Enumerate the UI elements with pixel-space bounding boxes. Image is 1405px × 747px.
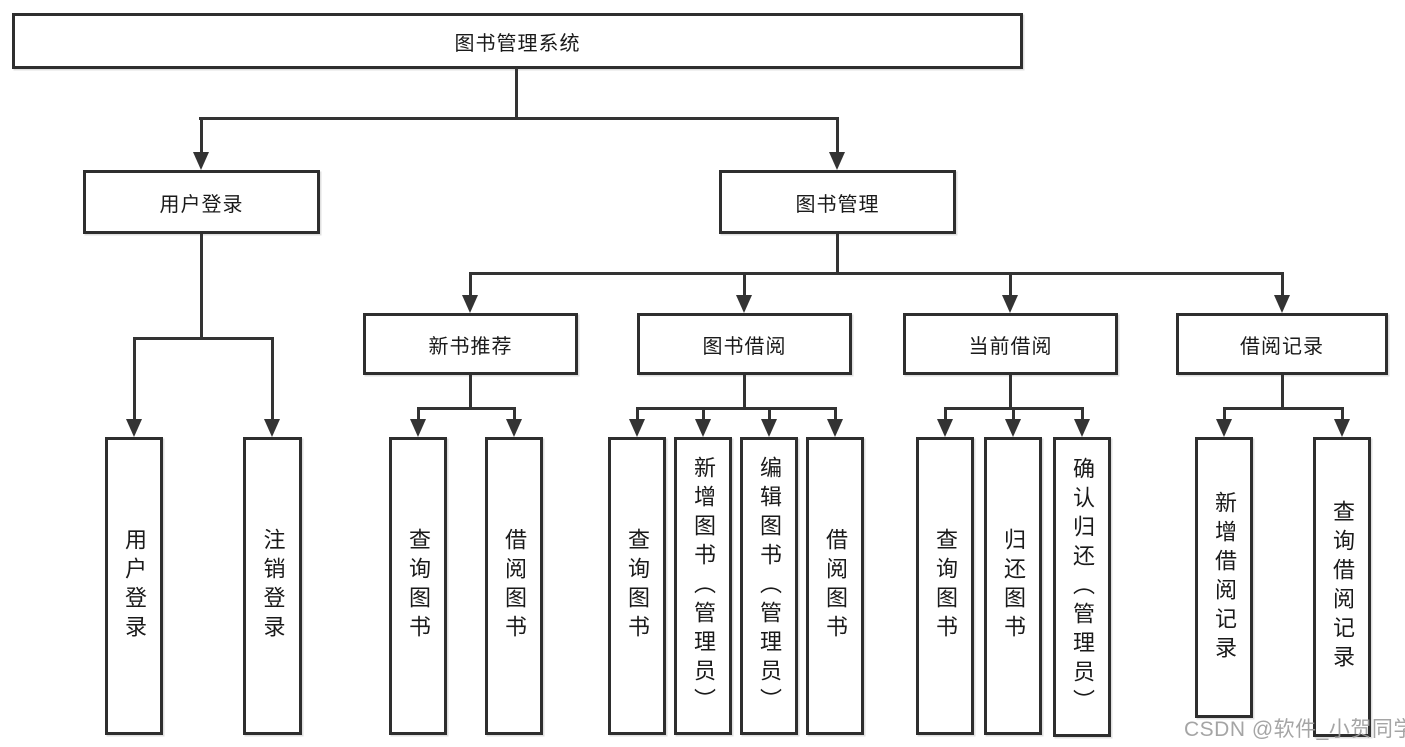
node-user-login: 用户登录 xyxy=(83,170,320,234)
node-book-management: 图书管理 xyxy=(719,170,956,234)
node-user-login-action: 用户登录 xyxy=(105,437,163,735)
arrow-current-borrow-head xyxy=(1002,295,1018,313)
connector-new-book-hline xyxy=(417,407,515,410)
connector-borrow-records-vline xyxy=(1281,375,1284,408)
node-current-borrow: 当前借阅 xyxy=(903,313,1118,375)
node-label: 借阅图书 xyxy=(502,528,527,644)
arrow-bb-edit-head xyxy=(761,419,777,437)
arrow-bb-query-head xyxy=(629,419,645,437)
node-label: 查询图书 xyxy=(625,528,650,644)
node-label: 确认归还（管理员） xyxy=(1070,456,1095,718)
arrow-borrow-records-head xyxy=(1274,295,1290,313)
node-label: 查询借阅记录 xyxy=(1330,500,1355,674)
node-label: 用户登录 xyxy=(122,528,147,644)
arrow-bb-add-head xyxy=(695,419,711,437)
arrow-br-add-head xyxy=(1216,419,1232,437)
arrow-br-query-shaft xyxy=(1341,407,1344,422)
arrow-nb-query-head xyxy=(410,419,426,437)
arrow-book-borrow-shaft xyxy=(743,272,746,297)
connector-book-management-vline xyxy=(836,234,839,275)
node-label: 借阅记录 xyxy=(1240,335,1324,358)
node-bb-add-book-admin: 新增图书（管理员） xyxy=(674,437,732,735)
arrow-current-borrow-shaft xyxy=(1009,272,1012,297)
connector-current-borrow-vline xyxy=(1009,375,1012,408)
node-label: 新增图书（管理员） xyxy=(691,455,716,717)
node-label: 编辑图书（管理员） xyxy=(757,455,782,717)
node-nb-borrow-books: 借阅图书 xyxy=(485,437,543,735)
arrow-br-query-head xyxy=(1334,419,1350,437)
arrow-logout-leaf-head xyxy=(264,419,280,437)
node-bb-borrow-books: 借阅图书 xyxy=(806,437,864,735)
node-bb-query-books: 查询图书 xyxy=(608,437,666,735)
connector-root-vline xyxy=(515,68,518,119)
arrow-cb-return-shaft xyxy=(1012,407,1015,422)
node-label: 新增借阅记录 xyxy=(1212,490,1237,665)
arrow-bb-borrow-shaft xyxy=(834,407,837,422)
node-bb-edit-book-admin: 编辑图书（管理员） xyxy=(740,437,798,735)
connector-borrow-records-hline xyxy=(1223,407,1343,410)
node-nb-query-books: 查询图书 xyxy=(389,437,447,735)
node-br-add-record: 新增借阅记录 xyxy=(1195,437,1253,718)
node-new-book-recommend: 新书推荐 xyxy=(363,313,578,375)
node-label: 查询图书 xyxy=(933,528,958,644)
arrow-cb-query-shaft xyxy=(944,407,947,422)
arrow-login-leaf-head xyxy=(126,419,142,437)
connector-user-login-vline xyxy=(200,234,203,338)
node-cb-return-book: 归还图书 xyxy=(984,437,1042,735)
arrow-cb-query-head xyxy=(937,419,953,437)
arrow-cb-return-head xyxy=(1005,419,1021,437)
connector-root-hline xyxy=(199,117,839,120)
node-borrow-records: 借阅记录 xyxy=(1176,313,1388,375)
arrow-login-leaf-shaft xyxy=(133,337,136,422)
connector-book-borrow-vline xyxy=(743,375,746,408)
arrow-nb-query-shaft xyxy=(417,407,420,422)
arrow-user-login-shaft xyxy=(200,117,203,155)
node-book-borrow: 图书借阅 xyxy=(637,313,852,375)
node-br-query-record: 查询借阅记录 xyxy=(1313,437,1371,737)
arrow-book-borrow-head xyxy=(736,295,752,313)
node-logout: 注销登录 xyxy=(243,437,302,735)
node-label: 新书推荐 xyxy=(428,335,513,358)
arrow-book-management-head xyxy=(829,152,845,170)
arrow-nb-borrow-shaft xyxy=(513,407,516,422)
arrow-bb-query-shaft xyxy=(636,407,639,422)
node-label: 图书管理系统 xyxy=(454,32,581,55)
node-library-management-system: 图书管理系统 xyxy=(12,13,1023,69)
arrow-bb-edit-shaft xyxy=(768,407,771,422)
arrow-br-add-shaft xyxy=(1223,407,1226,422)
connector-user-login-hline xyxy=(133,337,273,340)
connector-book-management-hline xyxy=(469,272,1283,275)
arrow-bb-borrow-head xyxy=(827,419,843,437)
arrow-new-book-head xyxy=(462,295,478,313)
node-label: 借阅图书 xyxy=(823,528,848,644)
arrow-borrow-records-shaft xyxy=(1281,272,1284,297)
arrow-nb-borrow-head xyxy=(506,419,522,437)
node-label: 图书管理 xyxy=(795,193,880,216)
node-label: 查询图书 xyxy=(406,528,431,644)
node-label: 当前借阅 xyxy=(968,335,1053,358)
node-cb-query-books: 查询图书 xyxy=(916,437,974,735)
arrow-new-book-shaft xyxy=(469,272,472,297)
node-label: 归还图书 xyxy=(1001,528,1026,644)
arrow-cb-confirm-shaft xyxy=(1081,407,1084,422)
node-cb-confirm-return-admin: 确认归还（管理员） xyxy=(1053,437,1111,737)
arrow-book-management-shaft xyxy=(836,117,839,155)
connector-book-borrow-hline xyxy=(636,407,836,410)
arrow-user-login-head xyxy=(193,152,209,170)
node-label: 注销登录 xyxy=(260,528,286,644)
node-label: 图书借阅 xyxy=(702,335,787,358)
connector-new-book-vline xyxy=(469,375,472,408)
node-label: 用户登录 xyxy=(159,193,244,216)
arrow-bb-add-shaft xyxy=(702,407,705,422)
arrow-cb-confirm-head xyxy=(1074,419,1090,437)
arrow-logout-leaf-shaft xyxy=(271,337,274,422)
csdn-watermark: CSDN @软件_小贺同学 xyxy=(1184,718,1405,741)
